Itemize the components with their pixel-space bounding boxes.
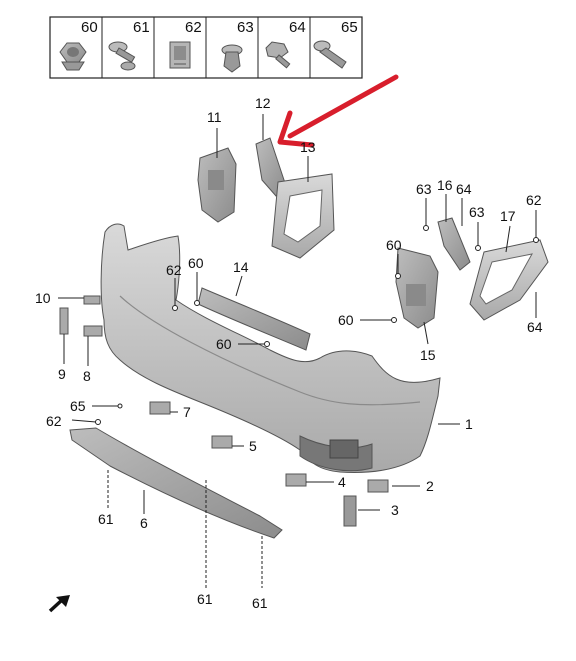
fastener-markers [95,225,539,425]
callout-60-b: 60 [216,336,232,352]
hex-nut-icon [59,42,87,71]
header-number-62: 62 [185,19,202,36]
reflector-9-10 [59,295,103,337]
bumper-strip-6 [69,427,283,539]
callout-60-c: 60 [338,312,354,328]
bracket-15 [395,247,439,329]
callout-12: 12 [255,95,271,111]
callout-65-a: 65 [70,398,86,414]
red-pointer-arrow-icon [277,74,399,148]
callout-9: 9 [58,366,66,382]
sensor-holders [149,401,389,527]
callout-62-a: 62 [166,262,182,278]
callout-61-a: 61 [98,511,114,527]
callout-1: 1 [465,416,473,432]
callout-64-a: 64 [456,181,472,197]
flange-screw-icon [265,41,291,69]
bracket-13 [271,173,335,259]
callout-6: 6 [140,515,148,531]
header-number-63: 63 [237,19,254,36]
header-number-65: 65 [341,19,358,36]
callout-61-b: 61 [197,591,213,607]
callout-60-a: 60 [188,255,204,271]
bracket-11 [197,147,237,223]
callout-61-c: 61 [252,595,268,611]
callout-labels: 1 2 3 4 5 6 7 8 9 10 11 12 13 14 15 16 1… [35,95,543,611]
bracket-17 [469,239,549,321]
callout-2: 2 [426,478,434,494]
callout-11: 11 [207,109,222,125]
callout-62-c: 62 [46,413,62,429]
header-number-60: 60 [81,19,98,36]
self-tapping-screw-icon [313,40,347,69]
header-number-61: 61 [133,19,150,36]
bumper-cover [100,223,441,473]
callout-60-d: 60 [386,237,402,253]
fastener-table: 60 61 62 63 64 65 [49,16,363,79]
callout-17: 17 [500,208,516,224]
screw-icon [108,41,136,71]
callout-64-b: 64 [527,319,543,335]
direction-arrow-icon [48,595,70,613]
leader-lines [58,114,537,588]
callout-15: 15 [420,347,436,363]
callout-14: 14 [233,259,249,275]
callout-62-b: 62 [526,192,542,208]
reinforcement-14 [197,287,311,351]
callout-13: 13 [300,139,316,155]
callout-63-a: 63 [416,181,432,197]
callout-7: 7 [183,404,191,420]
callout-5: 5 [249,438,257,454]
clip-icon [169,41,191,69]
callout-63-b: 63 [469,204,485,220]
callout-16: 16 [437,177,453,193]
callout-8: 8 [83,368,91,384]
callout-4: 4 [338,474,346,490]
callout-10: 10 [35,290,51,306]
header-number-64: 64 [289,19,306,36]
bracket-16 [437,217,471,271]
expansion-rivet-icon [221,44,243,73]
callout-3: 3 [391,502,399,518]
